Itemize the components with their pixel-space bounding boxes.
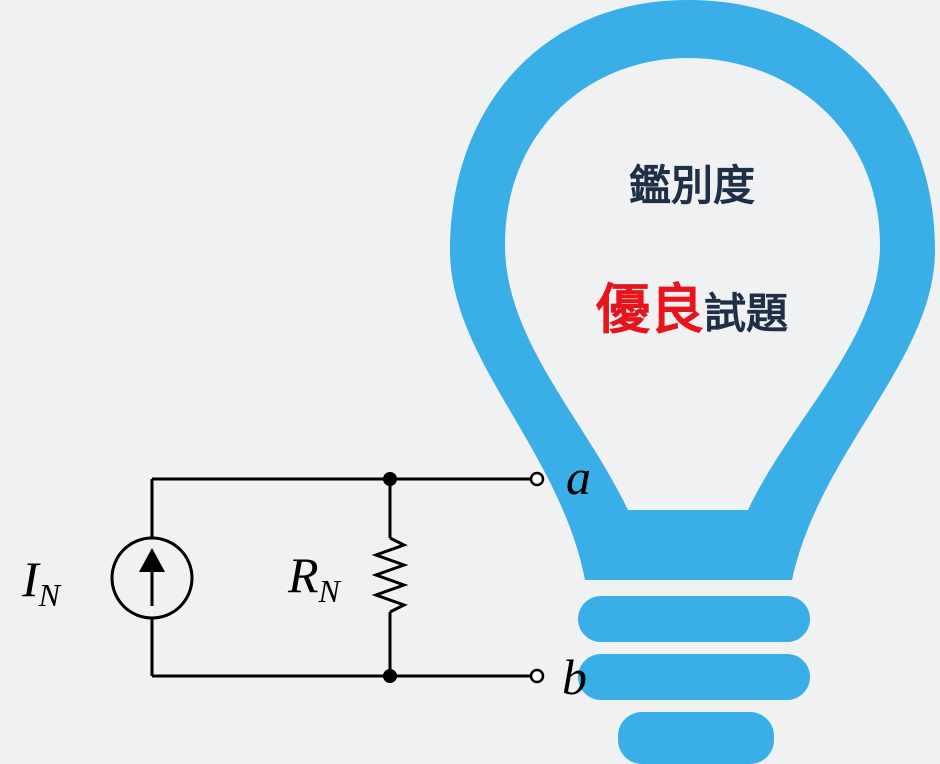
source-label: IN bbox=[21, 551, 62, 613]
bulb-base-ring-1 bbox=[578, 596, 810, 642]
junction-dot-bottom bbox=[383, 669, 397, 683]
bulb-glass-outline bbox=[450, 0, 935, 580]
bulb-base-tip bbox=[618, 712, 774, 764]
current-source-symbol bbox=[110, 536, 194, 620]
bulb-base-ring-2 bbox=[578, 654, 810, 700]
terminal-b-node bbox=[529, 668, 545, 684]
bulb-highlight-text: 優良 bbox=[595, 278, 704, 341]
bulb-rest-text: 試題 bbox=[704, 289, 788, 338]
junction-dot-top bbox=[383, 472, 397, 486]
current-source-arrowhead bbox=[139, 548, 165, 572]
resistor-label-subscript: N bbox=[318, 573, 342, 609]
source-label-subscript: N bbox=[38, 577, 62, 613]
resistor-symbol bbox=[371, 536, 409, 614]
terminal-a-node bbox=[529, 471, 545, 487]
bulb-title-line1: 鑑別度 bbox=[629, 161, 755, 210]
terminal-a-label: a bbox=[566, 449, 591, 505]
norton-circuit bbox=[110, 471, 545, 684]
lightbulb-icon bbox=[450, 0, 935, 764]
bulb-title-line2: 優良試題 bbox=[595, 278, 788, 341]
terminal-b-label: b bbox=[562, 649, 587, 705]
resistor-label: RN bbox=[287, 547, 342, 609]
